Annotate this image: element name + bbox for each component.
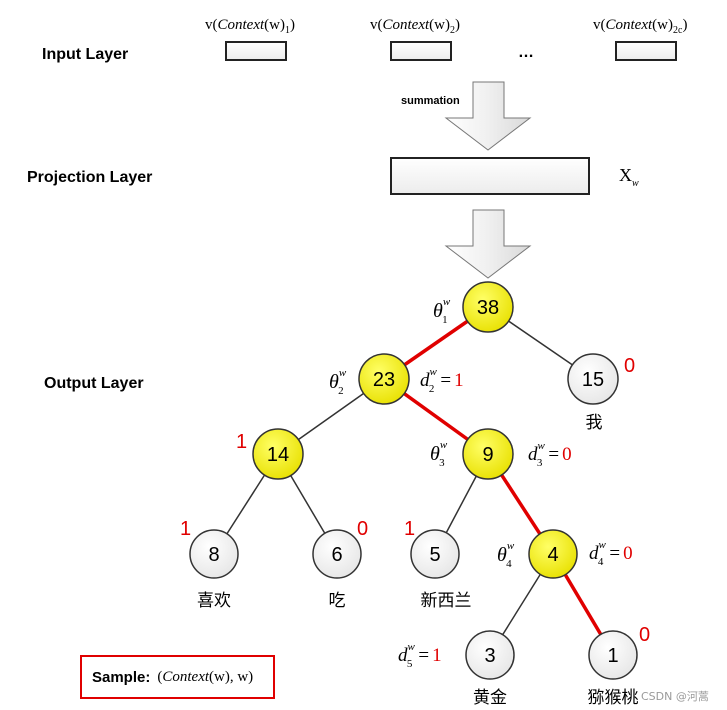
input-box-2c <box>615 41 677 61</box>
svg-text:8: 8 <box>208 544 219 566</box>
projection-output-label: Xw <box>619 165 639 189</box>
svg-text:4: 4 <box>547 544 558 566</box>
code-label-n14: 1 <box>236 431 247 453</box>
input-vector-label-2: v(Context(w)2) <box>370 17 460 36</box>
svg-text:6: 6 <box>331 544 342 566</box>
input-box-2 <box>390 41 452 61</box>
output-layer-label: Output Layer <box>44 375 144 392</box>
leaf-word-huangjin: 黄金 <box>473 688 507 708</box>
tree-node-4: 4 <box>528 529 578 579</box>
tree-node-1: 1 <box>588 630 638 680</box>
code-label-n5: 1 <box>404 518 415 540</box>
leaf-word-xihuan: 喜欢 <box>197 591 231 611</box>
tree-node-3: 3 <box>465 630 515 680</box>
svg-text:38: 38 <box>477 297 499 319</box>
summation-arrow <box>444 81 532 151</box>
projection-box <box>390 157 590 195</box>
tree-node-14: 14 <box>252 428 304 480</box>
code-label-n6: 0 <box>357 518 368 540</box>
watermark: CSDN @河蒿 <box>641 690 709 703</box>
svg-text:23: 23 <box>373 369 395 391</box>
svg-text:1: 1 <box>607 645 618 667</box>
svg-text:15: 15 <box>582 369 604 391</box>
projection-arrow <box>444 209 532 279</box>
tree-node-23: 23 <box>358 353 410 405</box>
projection-layer-label: Projection Layer <box>27 169 152 186</box>
input-ellipsis: … <box>518 44 534 61</box>
tree-node-6: 6 <box>312 529 362 579</box>
svg-text:3: 3 <box>484 645 495 667</box>
leaf-word-wo: 我 <box>586 413 603 433</box>
tree-node-8: 8 <box>189 529 239 579</box>
tree-node-5: 5 <box>410 529 460 579</box>
code-label-n1: 0 <box>639 624 650 646</box>
summation-label: summation <box>401 95 460 107</box>
tree-node-9: 9 <box>462 428 514 480</box>
input-box-1 <box>225 41 287 61</box>
leaf-word-chi: 吃 <box>329 591 346 611</box>
tree-edges <box>213 305 615 656</box>
svg-text:5: 5 <box>429 544 440 566</box>
code-label-n8: 1 <box>180 518 191 540</box>
input-vector-label-2c: v(Context(w)2c) <box>593 17 687 36</box>
sample-label: Sample: <box>92 668 151 686</box>
input-vector-label-1: v(Context(w)1) <box>205 17 295 36</box>
svg-text:14: 14 <box>267 444 289 466</box>
sample-formula: (Context(w), w) <box>157 668 254 685</box>
code-label-n15: 0 <box>624 355 635 377</box>
leaf-word-xinxilan: 新西兰 <box>421 591 472 611</box>
sample-box: Sample: (Context(w), w) <box>80 655 275 699</box>
tree-node-15: 15 <box>567 353 619 405</box>
leaf-word-mihoutao: 猕猴桃 <box>588 688 639 708</box>
input-layer-label: Input Layer <box>42 46 128 63</box>
svg-text:9: 9 <box>482 444 493 466</box>
tree-node-38: 38 <box>462 281 514 333</box>
